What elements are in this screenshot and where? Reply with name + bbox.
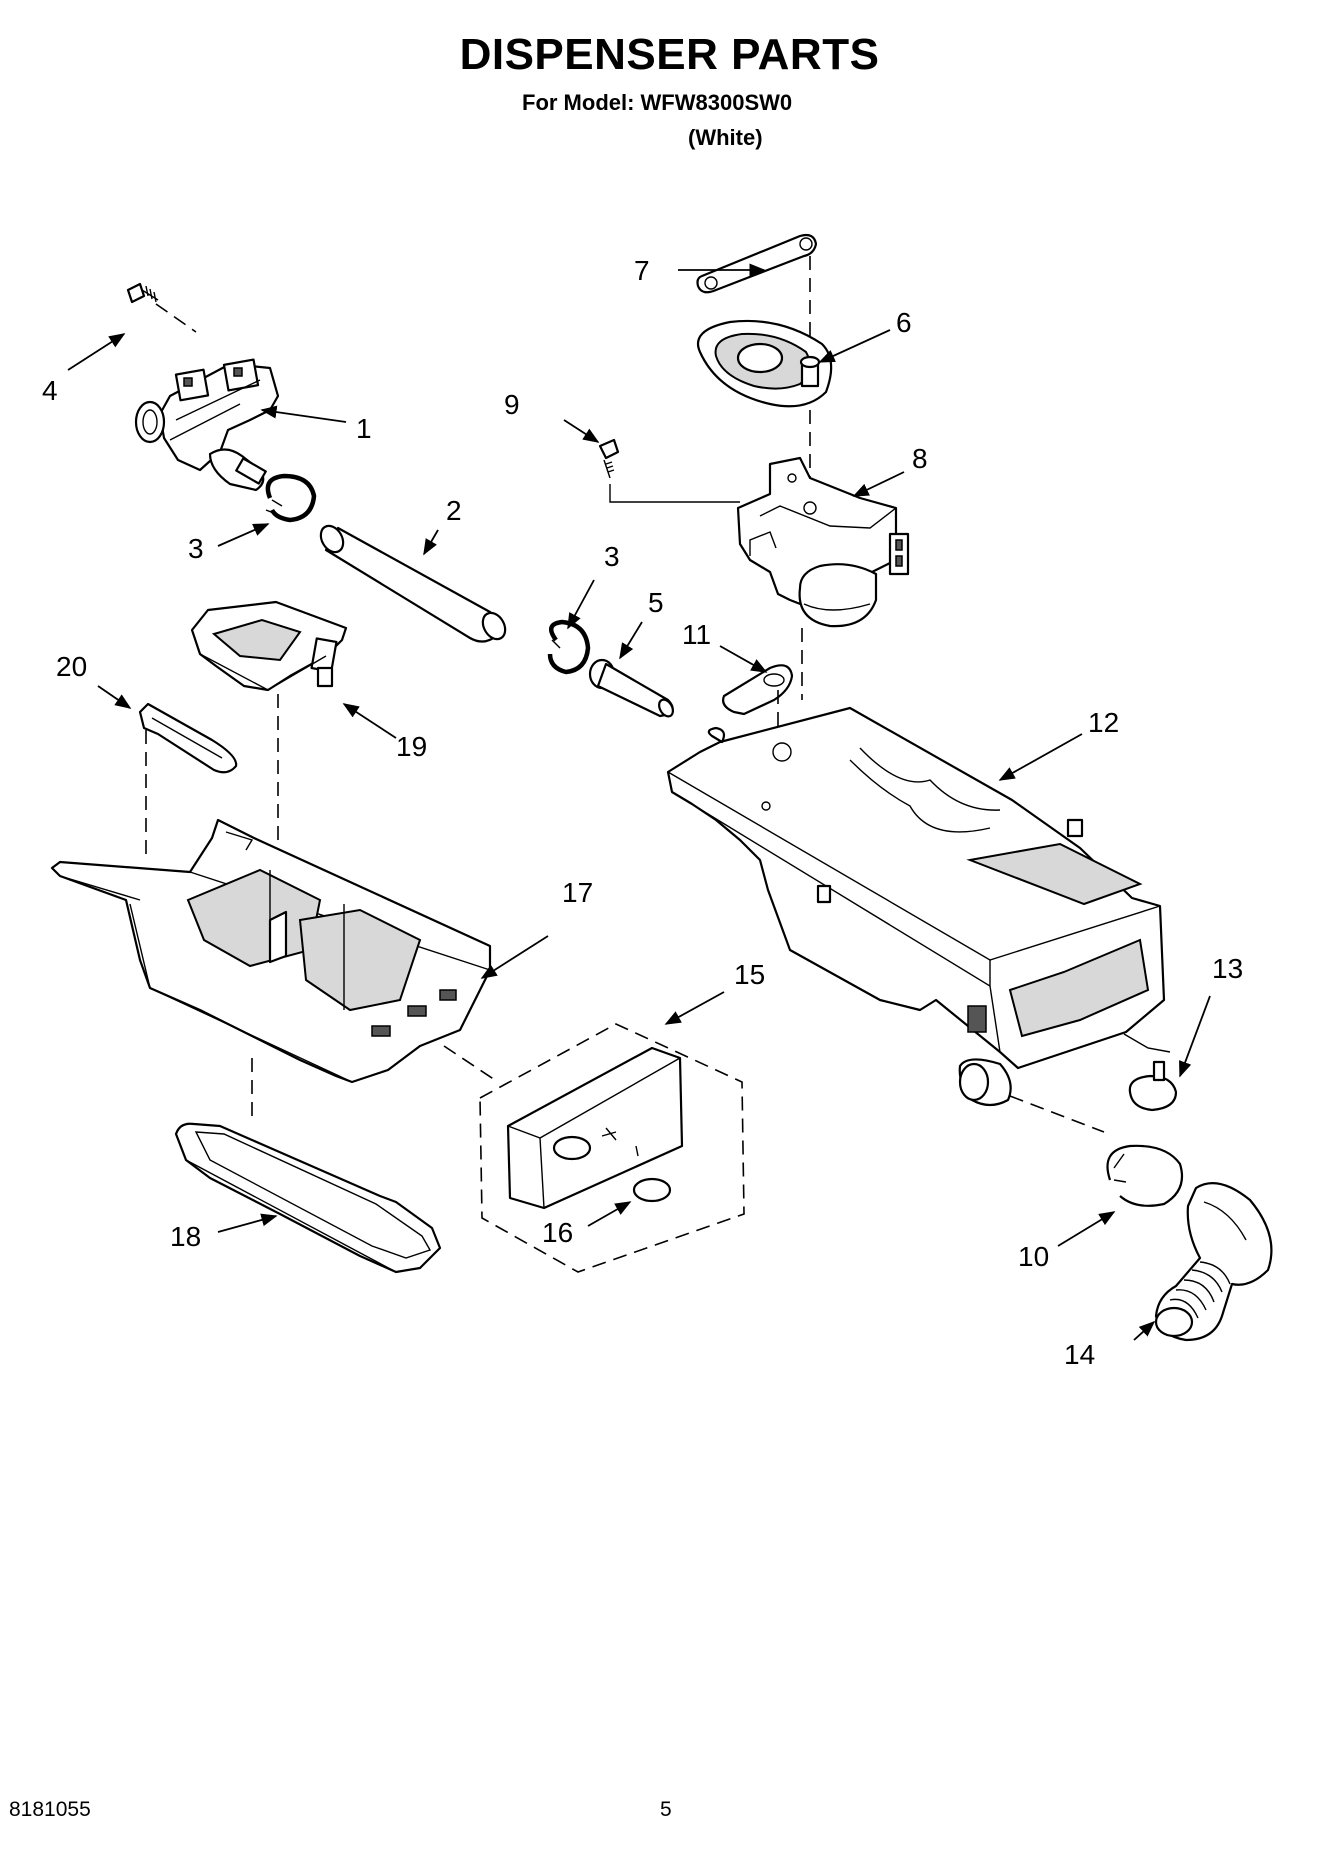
part-14-hose bbox=[1154, 1182, 1273, 1342]
callout-labels: 7 6 9 8 1 4 3 2 3 5 11 12 20 19 17 15 13… bbox=[42, 255, 1243, 1370]
kit-15-outline bbox=[479, 1023, 745, 1273]
callout-13: 13 bbox=[1212, 953, 1243, 984]
part-3-clamp-left bbox=[265, 473, 317, 523]
part-19-siphon bbox=[190, 600, 348, 692]
screw-9-path bbox=[609, 484, 740, 503]
callout-3-left: 3 bbox=[188, 533, 204, 564]
callout-5: 5 bbox=[648, 587, 664, 618]
part-20-latch bbox=[138, 702, 238, 774]
part-13-switch bbox=[1128, 1060, 1178, 1112]
part-10-clamp bbox=[1106, 1144, 1184, 1207]
callout-2: 2 bbox=[446, 495, 462, 526]
part-2-tube bbox=[319, 524, 507, 643]
part-12-housing bbox=[666, 706, 1166, 1107]
part-18-tray bbox=[174, 1122, 442, 1274]
callout-6: 6 bbox=[896, 307, 912, 338]
callout-18: 18 bbox=[170, 1221, 201, 1252]
callout-leaders bbox=[67, 263, 1211, 1341]
part-15-panel bbox=[506, 1046, 684, 1210]
part-4-screw bbox=[126, 282, 159, 304]
callout-12: 12 bbox=[1088, 707, 1119, 738]
callout-20: 20 bbox=[56, 651, 87, 682]
part-3-clamp-right bbox=[547, 619, 591, 675]
page-title: DISPENSER PARTS bbox=[459, 30, 880, 79]
callout-16: 16 bbox=[542, 1217, 573, 1248]
document-number: 8181055 bbox=[9, 1798, 91, 1821]
callout-8: 8 bbox=[912, 443, 928, 474]
part-1-valve bbox=[134, 358, 280, 492]
callout-17: 17 bbox=[562, 877, 593, 908]
part-8-motor bbox=[736, 456, 910, 628]
part-16-badge bbox=[632, 1177, 672, 1203]
callout-14: 14 bbox=[1064, 1339, 1095, 1370]
callout-15: 15 bbox=[734, 959, 765, 990]
callout-4: 4 bbox=[42, 375, 58, 406]
assembly-line bbox=[1009, 1095, 1105, 1133]
connector-line bbox=[1123, 1033, 1171, 1053]
model-number: For Model: WFW8300SW0 bbox=[522, 90, 793, 115]
part-6-cam bbox=[697, 319, 833, 408]
callout-9: 9 bbox=[504, 389, 520, 420]
callout-7: 7 bbox=[634, 255, 650, 286]
part-9-screw bbox=[598, 438, 620, 479]
part-11-gasket bbox=[722, 664, 794, 716]
callout-19: 19 bbox=[396, 731, 427, 762]
part-7-link bbox=[696, 233, 818, 294]
callout-11: 11 bbox=[682, 619, 711, 650]
part-17-drawer bbox=[50, 818, 492, 1084]
assembly-line bbox=[443, 1045, 499, 1083]
callout-3-right: 3 bbox=[604, 541, 620, 572]
part-5-nozzle bbox=[588, 658, 674, 718]
callout-1: 1 bbox=[356, 413, 372, 444]
callout-10: 10 bbox=[1018, 1241, 1049, 1272]
model-variant: (White) bbox=[688, 125, 763, 150]
assembly-line bbox=[155, 303, 197, 333]
page-number: 5 bbox=[660, 1798, 672, 1821]
